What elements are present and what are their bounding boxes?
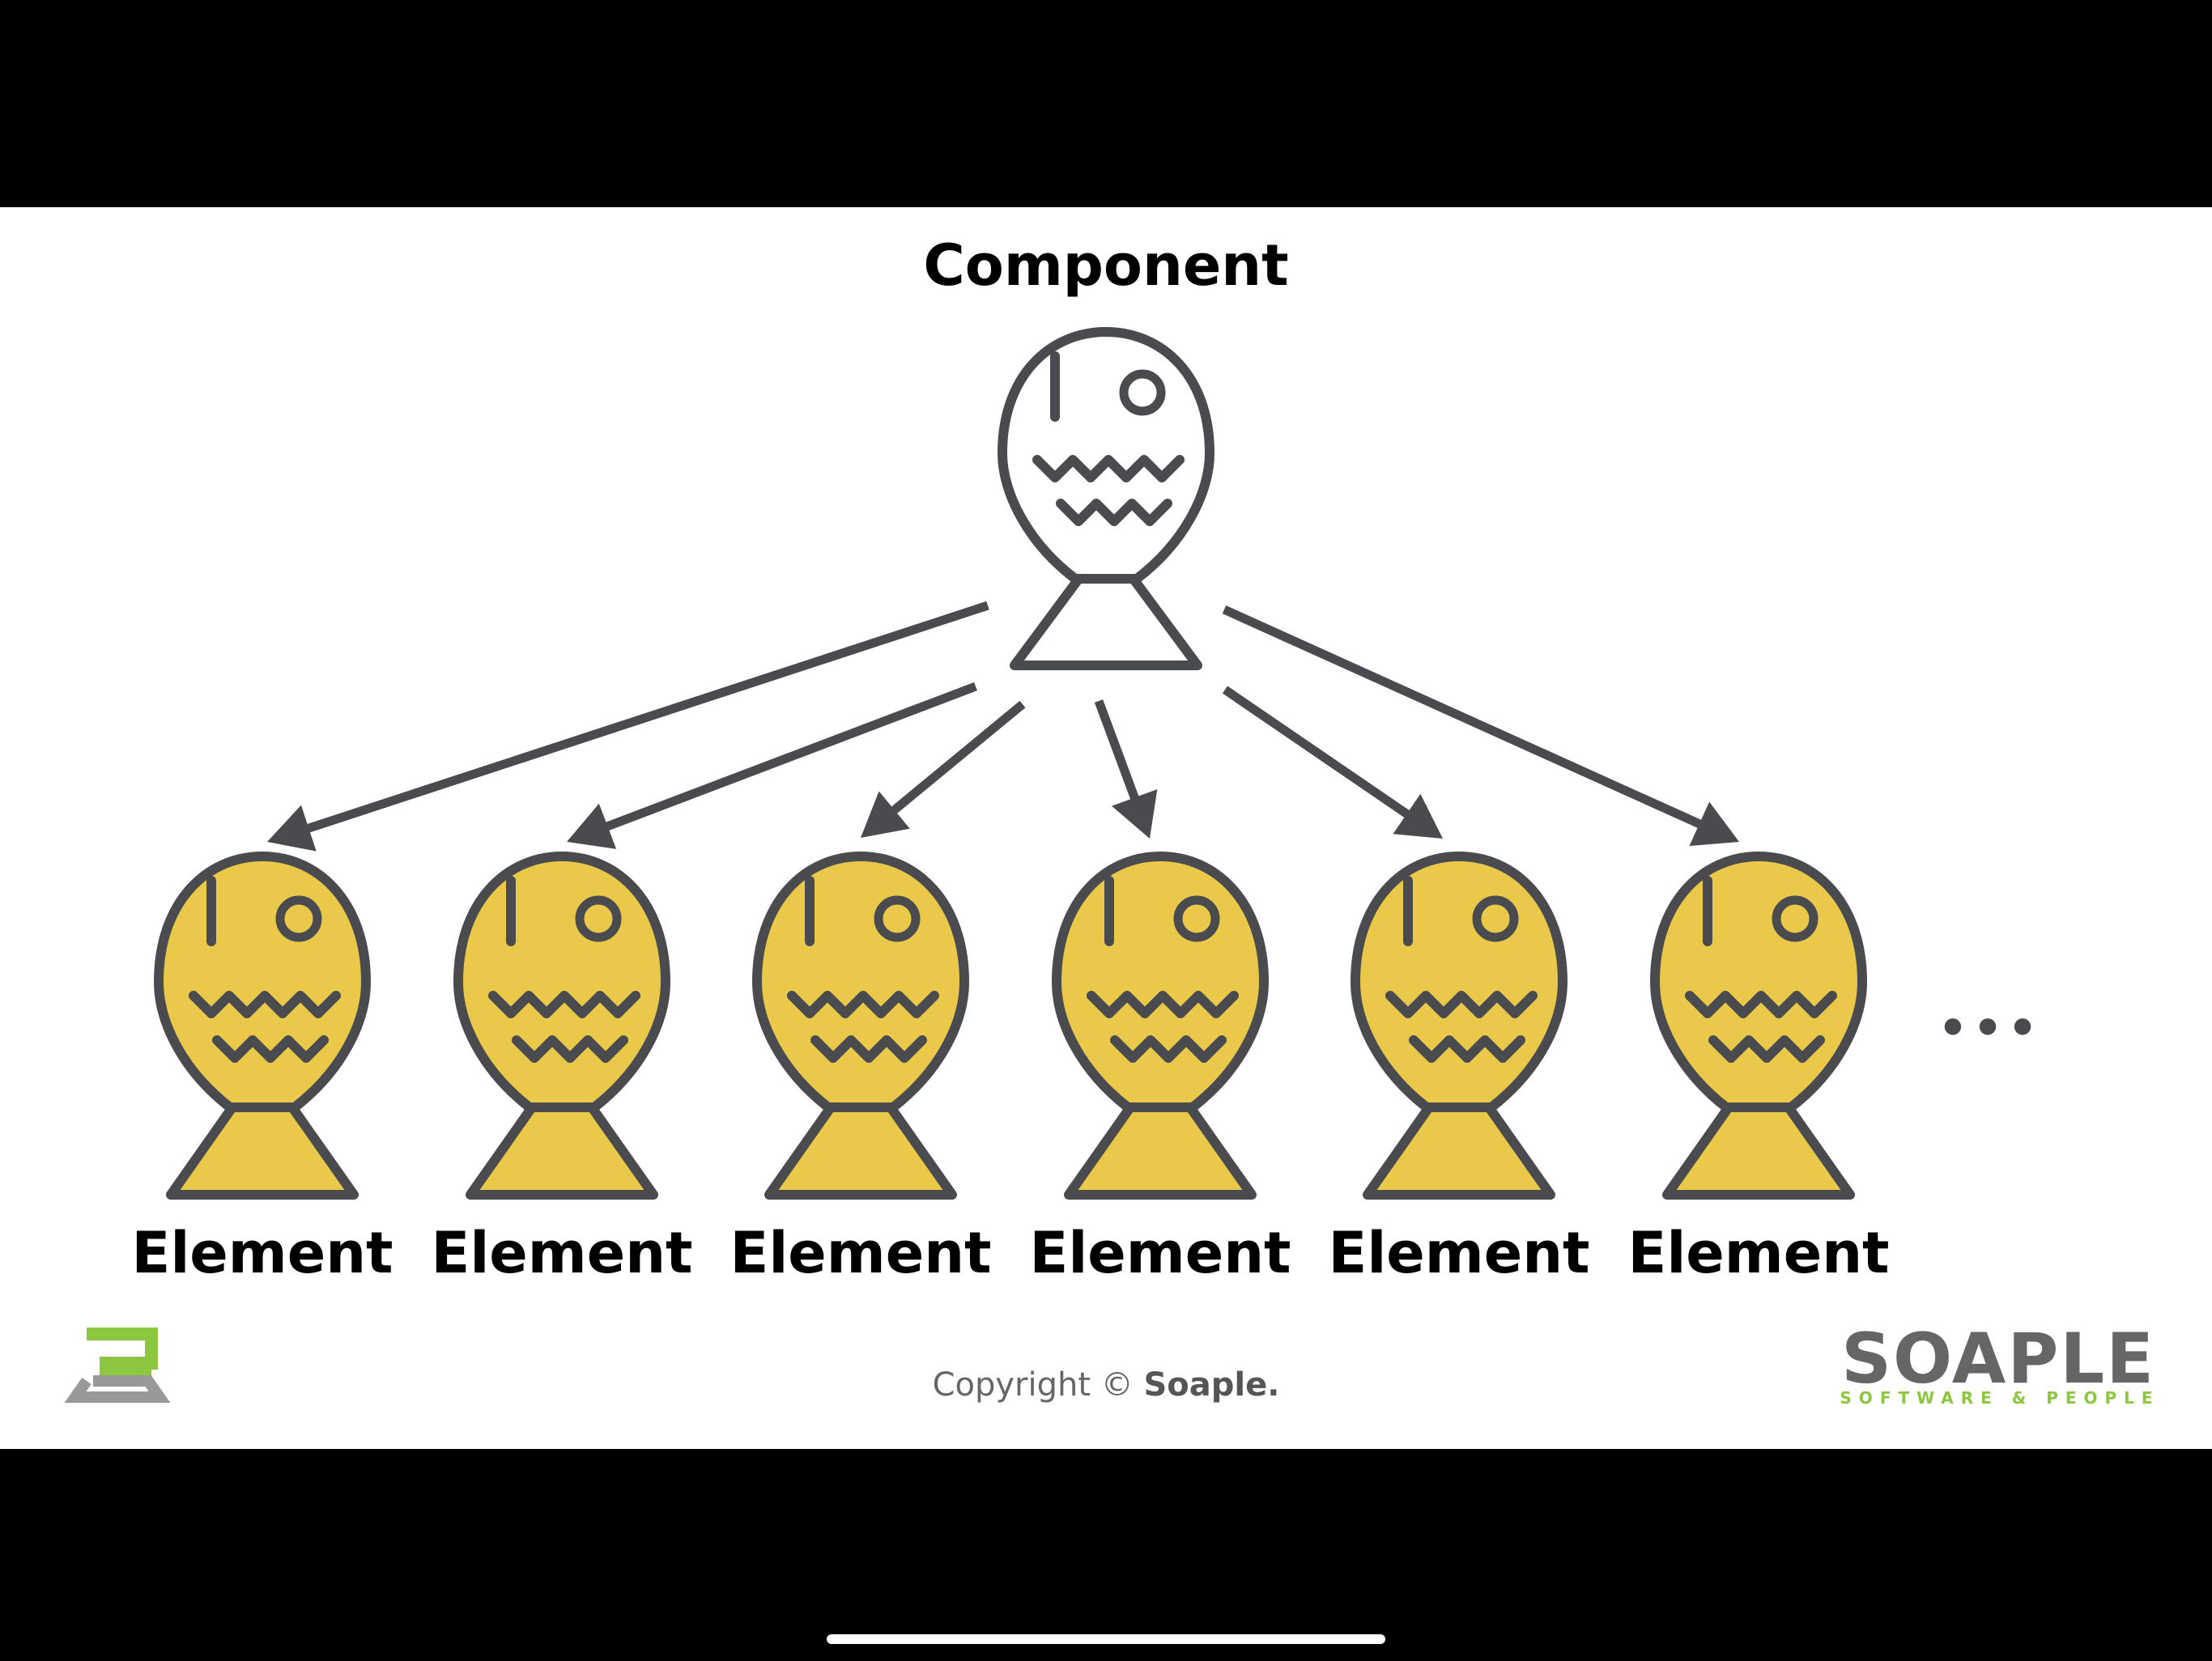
hierarchy-arrow	[1222, 686, 1443, 839]
hierarchy-arrow	[567, 682, 977, 849]
copyright-prefix: Copyright ©	[933, 1366, 1144, 1404]
element-label: Element	[1329, 1220, 1590, 1286]
element-fish-group	[154, 852, 1867, 1200]
element-fish-icon	[154, 852, 371, 1200]
element-fish-icon	[752, 852, 969, 1200]
soaple-tagline: SOFTWARE & PEOPLE	[1840, 1388, 2159, 1408]
home-indicator[interactable]	[827, 1634, 1385, 1644]
soaple-logo-icon	[64, 1328, 171, 1403]
hierarchy-arrow	[267, 601, 989, 852]
element-label: Element	[132, 1220, 393, 1286]
element-fish-icon	[1351, 852, 1568, 1200]
element-label-group: Element Element Element Element Element Eleme…	[132, 1220, 1890, 1286]
soaple-wordmark: SOAPLE	[1841, 1319, 2155, 1400]
element-label: Element	[432, 1220, 693, 1286]
copyright-text: Copyright © Soaple.	[933, 1366, 1280, 1404]
element-label: Element	[1628, 1220, 1890, 1286]
element-label: Element	[1030, 1220, 1291, 1286]
more-ellipsis: •••	[1938, 1000, 2042, 1056]
hierarchy-arrow	[1094, 699, 1158, 839]
hierarchy-arrow	[1222, 605, 1739, 847]
element-fish-icon	[453, 852, 670, 1200]
diagram-title: Component	[923, 232, 1288, 299]
arrows-group	[267, 601, 1739, 852]
element-fish-icon	[1650, 852, 1867, 1200]
component-fish-icon	[998, 327, 1214, 670]
element-fish-icon	[1052, 852, 1269, 1200]
copyright-brand: Soaple.	[1143, 1366, 1279, 1404]
hierarchy-arrow	[861, 700, 1026, 838]
element-label: Element	[730, 1220, 992, 1286]
